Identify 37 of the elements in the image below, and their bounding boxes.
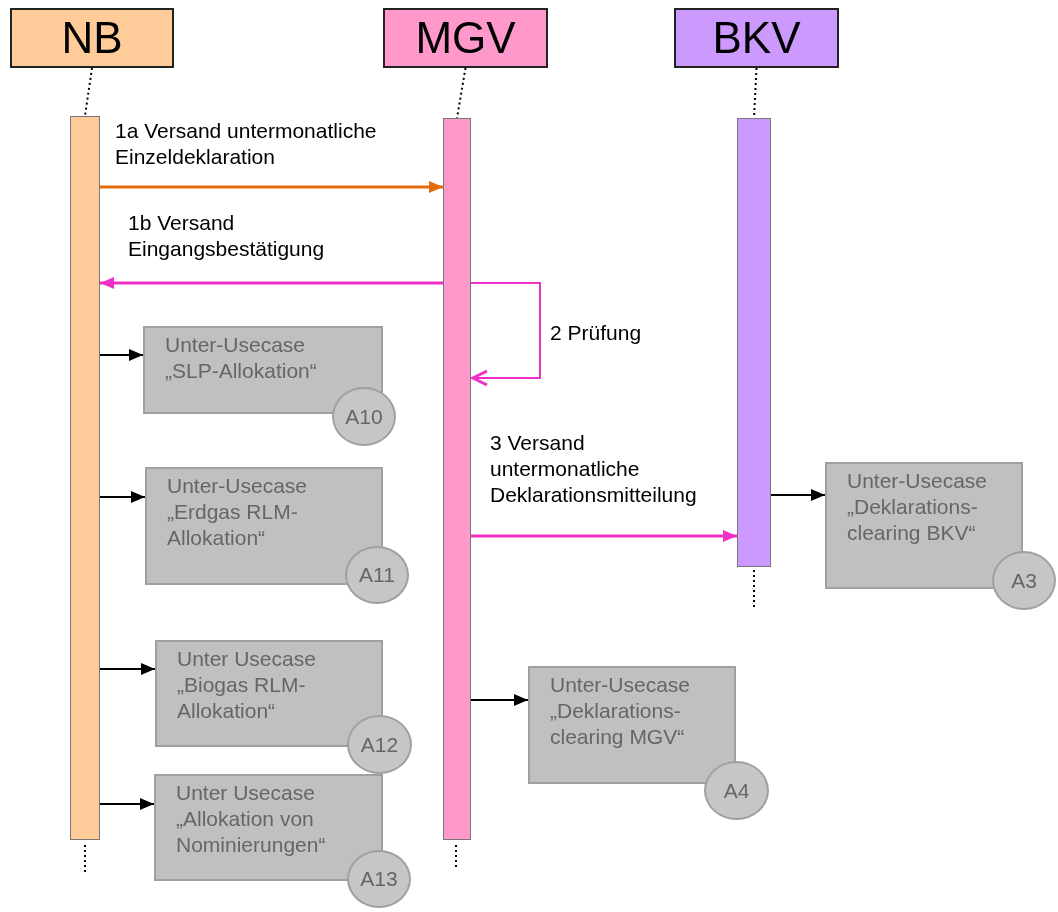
message-label: 1a Versand untermonatliche Einzeldeklaration xyxy=(115,118,378,170)
reference-label: A12 xyxy=(360,732,399,757)
usecase-box xyxy=(528,666,736,784)
participant-box xyxy=(10,8,174,68)
arrow xyxy=(770,489,826,501)
self-message-arrow xyxy=(470,282,541,387)
usecase-label: Unter-Usecase „Deklarations-clearing BKV“ xyxy=(847,468,989,546)
participant-box xyxy=(674,8,839,68)
message-label: 3 Versand untermonatliche Deklarationsmitteilung xyxy=(490,430,698,508)
arrow xyxy=(99,663,156,675)
usecase-label: Unter Usecase „Allokation von Nominierungen“ xyxy=(176,780,327,858)
message-arrow xyxy=(471,530,737,542)
arrow xyxy=(99,798,155,810)
reference-label: A4 xyxy=(723,778,750,803)
participant-label: NB xyxy=(61,13,123,63)
arrow xyxy=(470,694,529,706)
reference-label: A11 xyxy=(359,563,395,587)
usecase-label: Unter-Usecase „SLP-Allokation“ xyxy=(165,332,318,384)
message-arrow xyxy=(100,277,443,289)
reference-label: A10 xyxy=(345,404,383,429)
participant-label: BKV xyxy=(712,13,801,63)
arrow xyxy=(99,491,146,503)
arrow xyxy=(99,349,144,361)
lifeline xyxy=(84,67,93,117)
activation-bar xyxy=(737,118,771,567)
message-label: 1b Versand Eingangsbestätigung xyxy=(128,210,326,262)
participant-label: MGV xyxy=(415,13,516,63)
participant-box xyxy=(383,8,548,68)
reference-label: A13 xyxy=(360,867,398,891)
activation-bar xyxy=(443,118,471,840)
activation-bar xyxy=(70,116,100,840)
usecase-label: Unter Usecase „Biogas RLM-Allokation“ xyxy=(177,646,317,724)
message-label: 2 Prüfung xyxy=(550,320,643,346)
usecase-label: Unter-Usecase „Erdgas RLM-Allokation“ xyxy=(167,473,309,551)
reference-label: A3 xyxy=(1011,568,1037,593)
message-arrow xyxy=(100,181,443,193)
usecase-label: Unter-Usecase „Deklarations-clearing MGV“ xyxy=(550,672,692,750)
